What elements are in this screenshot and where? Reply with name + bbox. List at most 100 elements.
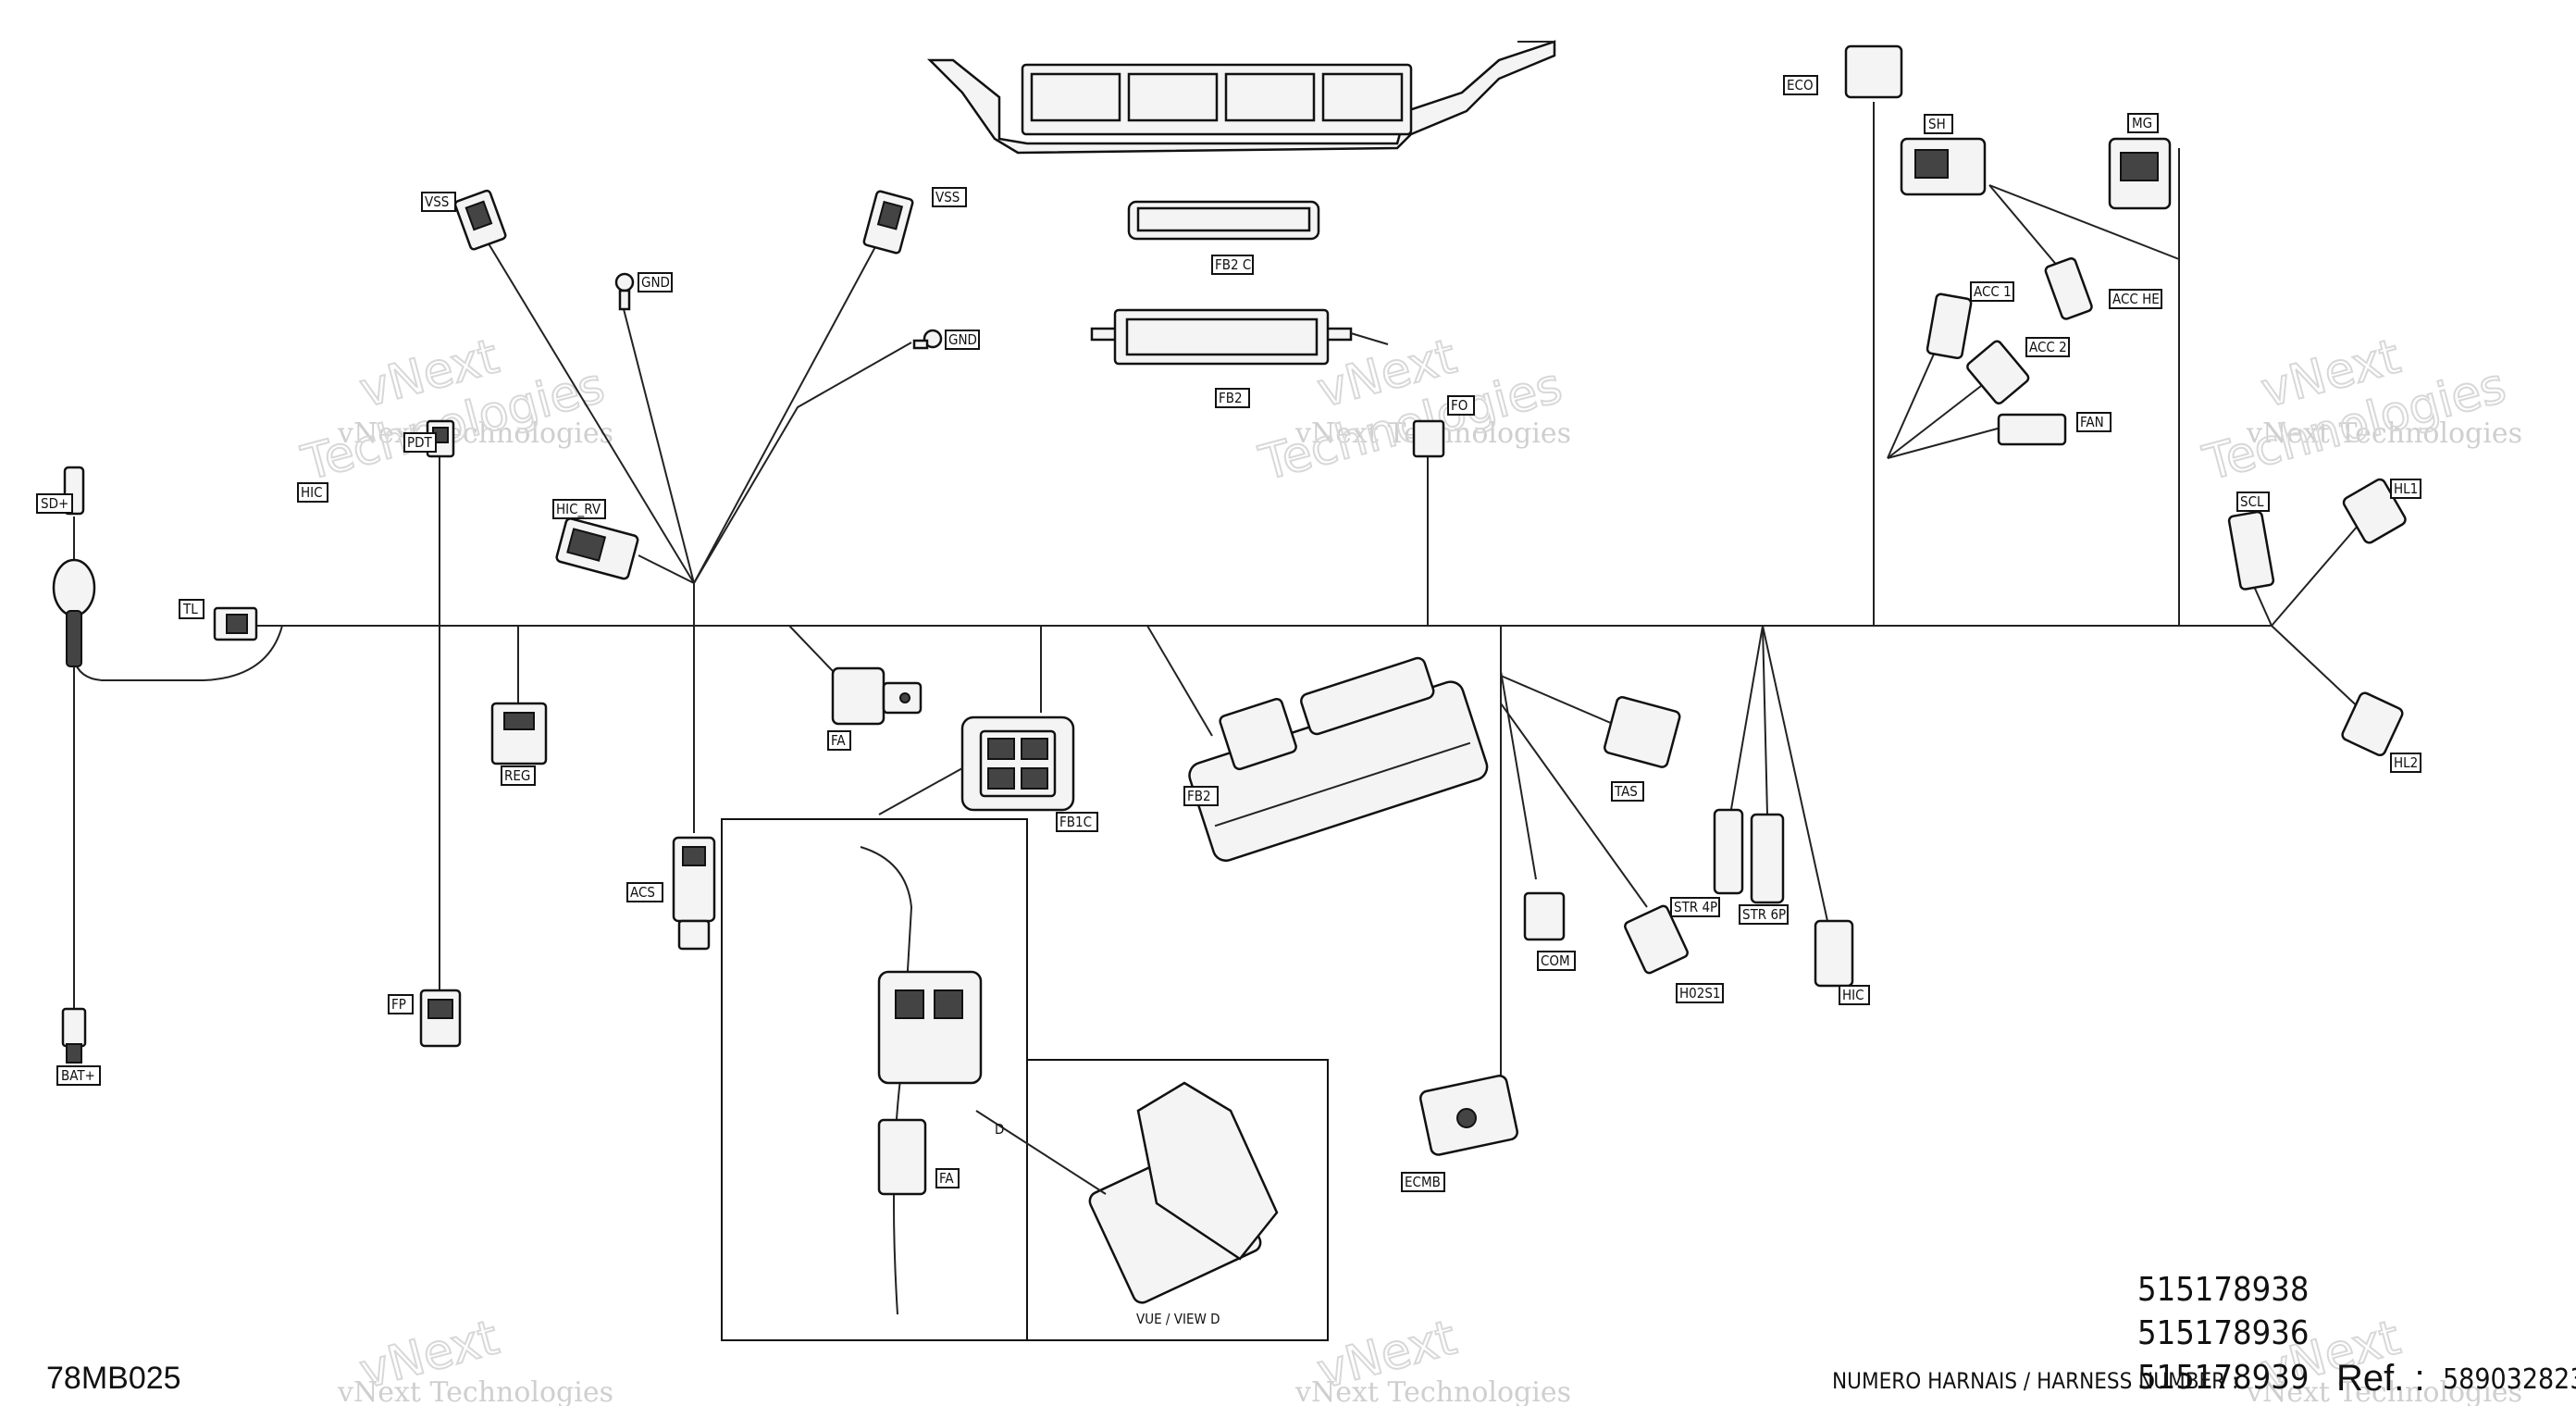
connector-labels: SD+ BAT+ TL HIC VSS GND PDT HIC_RV REG A… bbox=[36, 75, 2421, 1327]
label-ecmb: ECMB bbox=[1401, 1172, 1445, 1192]
label-fb2c: FB2 C bbox=[1211, 255, 1254, 275]
label-fan: FAN bbox=[2076, 412, 2112, 432]
label-fa-text: FA bbox=[831, 732, 846, 749]
label-acc2-text: ACC 2 bbox=[2029, 339, 2067, 355]
label-hic-right: HIC bbox=[1839, 985, 1870, 1005]
label-hl1: HL1 bbox=[2390, 479, 2421, 499]
label-tl: TL bbox=[179, 599, 204, 619]
label-str4p: STR 4P bbox=[1670, 897, 1720, 917]
label-fb2-top: FB2 bbox=[1215, 388, 1250, 408]
h02s1-wire bbox=[1500, 703, 1648, 908]
sh-connector bbox=[1900, 137, 1987, 196]
str4p-connector bbox=[1713, 808, 1744, 895]
label-mg-text: MG bbox=[2132, 115, 2152, 131]
label-fb2c-text: FB2 C bbox=[1215, 256, 1251, 273]
label-gnd1: GND bbox=[638, 272, 673, 292]
bat-terminal bbox=[61, 1007, 87, 1064]
label-fa-detail: FA bbox=[935, 1168, 960, 1188]
label-eco-text: ECO bbox=[1787, 77, 1814, 93]
label-hic-rv: HIC_RV bbox=[552, 499, 606, 519]
vss2-connector bbox=[862, 190, 914, 255]
acc-he-wire bbox=[1988, 184, 2064, 274]
ecmb-connector bbox=[1418, 1075, 1518, 1156]
label-fb2-main-text: FB2 bbox=[1187, 788, 1211, 804]
label-acs: ACS bbox=[626, 882, 663, 902]
components bbox=[52, 40, 2407, 1341]
hl1-connector bbox=[2342, 478, 2407, 544]
detail-view-fa bbox=[721, 767, 1028, 1341]
label-hic-right-text: HIC bbox=[1842, 987, 1864, 1003]
sd-terminal bbox=[52, 466, 96, 667]
scl-connector bbox=[2227, 510, 2275, 591]
label-vss1: VSS bbox=[421, 192, 456, 212]
label-sd-text: SD+ bbox=[41, 495, 68, 512]
hic-rv-connector bbox=[555, 517, 639, 580]
hic-rv-wire bbox=[638, 554, 695, 584]
label-com-text: COM bbox=[1541, 952, 1570, 969]
harness-number-3: 515178939 bbox=[2137, 1359, 2309, 1397]
harness-wires bbox=[73, 102, 2365, 1083]
label-fb2-main: FB2 bbox=[1183, 786, 1219, 806]
acs-connector bbox=[672, 836, 716, 951]
label-sh-text: SH bbox=[1928, 116, 1946, 132]
label-gnd2-text: GND bbox=[948, 331, 977, 348]
label-acc1: ACC 1 bbox=[1970, 281, 2014, 302]
reg-connector bbox=[490, 702, 548, 765]
com-wire bbox=[1500, 670, 1537, 880]
label-fa-detail-text: FA bbox=[939, 1170, 954, 1187]
label-acc-he-text: ACC HE bbox=[2112, 291, 2160, 307]
fb2-top-connector bbox=[1090, 308, 1389, 366]
top-fuse-block bbox=[926, 40, 1556, 155]
str6p-connector bbox=[1750, 813, 1785, 904]
label-mg: MG bbox=[2127, 113, 2159, 133]
label-vue-text: VUE / VIEW D bbox=[1136, 1311, 1220, 1327]
vss2-wire bbox=[693, 230, 885, 584]
watermark-text-6: vNext Technologies bbox=[2246, 1376, 2522, 1406]
label-hl1-text: HL1 bbox=[2394, 480, 2418, 497]
watermark-text-4: vNext Technologies bbox=[337, 1376, 613, 1406]
label-fb1c-text: FB1C bbox=[1059, 814, 1092, 830]
fa-connector bbox=[831, 666, 923, 726]
label-pdt-text: PDT bbox=[407, 434, 433, 451]
label-str6p-text: STR 6P bbox=[1742, 906, 1786, 923]
fan-connector bbox=[1997, 413, 2067, 446]
fb2-wire bbox=[1146, 625, 1213, 737]
fp-connector bbox=[419, 989, 462, 1048]
fb1c-fusebox bbox=[960, 715, 1075, 812]
hl2-connector bbox=[2341, 691, 2404, 757]
label-vss2: VSS bbox=[932, 187, 967, 207]
vss1-wire bbox=[480, 230, 695, 584]
label-hl2: HL2 bbox=[2390, 753, 2421, 773]
label-scl-text: SCL bbox=[2240, 493, 2264, 510]
label-pdt: PDT bbox=[403, 432, 437, 453]
label-acc-he: ACC HE bbox=[2109, 289, 2162, 309]
detail-view-d bbox=[975, 1059, 1329, 1341]
label-hic-rv-text: HIC_RV bbox=[556, 501, 601, 518]
label-fb1c: FB1C bbox=[1056, 812, 1098, 832]
label-scl: SCL bbox=[2236, 491, 2270, 512]
harness-number-1: 515178938 bbox=[2137, 1271, 2309, 1309]
label-sh: SH bbox=[1924, 114, 1953, 134]
label-acs-text: ACS bbox=[630, 884, 655, 901]
fo-connector bbox=[1412, 419, 1445, 458]
title-block: 78MB025 515178938 515178936 515178939 NU… bbox=[46, 1271, 2576, 1399]
label-fan-text: FAN bbox=[2080, 414, 2104, 430]
label-reg-text: REG bbox=[504, 767, 530, 784]
watermark: vNext Technologies vNext Technologies vN… bbox=[295, 328, 2522, 1406]
h02s1-connector bbox=[1624, 904, 1689, 975]
hl2-wire bbox=[2271, 625, 2365, 714]
acc-he-connector bbox=[2044, 257, 2093, 320]
str4p-wire bbox=[1729, 625, 1764, 815]
label-h02s1: H02S1 bbox=[1676, 983, 1724, 1003]
label-gnd1-text: GND bbox=[641, 274, 670, 291]
eco-connector bbox=[1844, 44, 1903, 99]
com-connector bbox=[1523, 891, 1566, 941]
label-str6p: STR 6P bbox=[1739, 904, 1789, 925]
fb2c-connector bbox=[1127, 200, 1320, 241]
label-fb2-top-text: FB2 bbox=[1219, 390, 1243, 406]
label-tl-text: TL bbox=[182, 601, 198, 617]
label-sd: SD+ bbox=[36, 493, 73, 514]
tas-connector bbox=[1604, 696, 1681, 768]
label-acc2: ACC 2 bbox=[2025, 337, 2070, 357]
